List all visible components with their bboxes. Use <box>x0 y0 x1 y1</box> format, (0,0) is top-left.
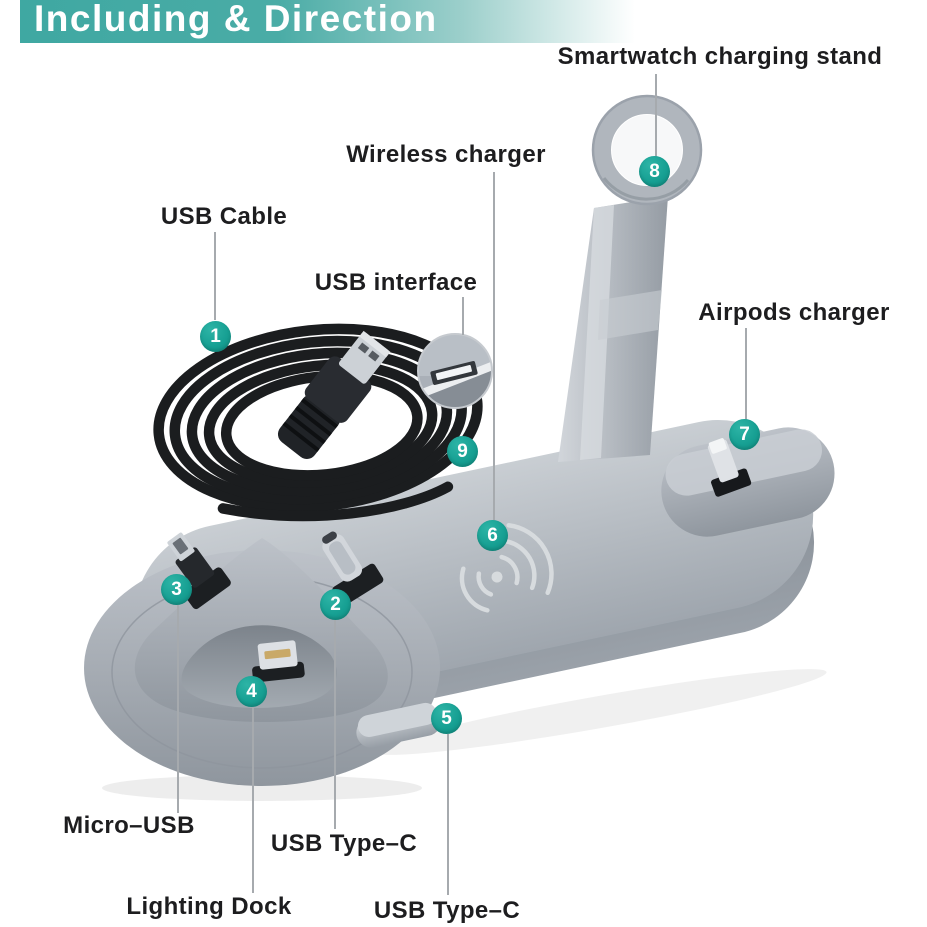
callout-badge-3: 3 <box>161 574 192 605</box>
callout-badge-9: 9 <box>447 436 478 467</box>
label-usb-interface: USB interface <box>314 269 478 296</box>
leader-line-smartwatch <box>655 74 657 158</box>
banner: Including & Direction <box>20 0 635 43</box>
base-shadow <box>373 669 827 755</box>
label-usb-type-c-front: USB Type–C <box>270 830 418 857</box>
label-lighting-dock: Lighting Dock <box>126 893 292 920</box>
platform-shadow <box>102 775 422 801</box>
watch-charging-ring <box>591 94 703 206</box>
callout-badge-2: 2 <box>320 589 351 620</box>
watch-stand <box>558 196 668 462</box>
label-smartwatch-charging-stand: Smartwatch charging stand <box>557 43 883 70</box>
callout-badge-1: 1 <box>200 321 231 352</box>
airpods-lightning-connector <box>707 438 752 497</box>
leader-line-usb-type-c-front <box>334 620 336 829</box>
callout-badge-5: 5 <box>431 703 462 734</box>
leader-line-wireless-charger <box>493 172 495 521</box>
leader-line-usb-cable <box>214 232 216 320</box>
callout-badge-8: 8 <box>639 156 670 187</box>
wireless-charging-symbol <box>459 522 554 613</box>
leader-line-usb-type-c-base <box>447 734 449 895</box>
callout-badge-7: 7 <box>729 419 760 450</box>
callout-badge-6: 6 <box>477 520 508 551</box>
lightning-connector <box>252 640 305 683</box>
usb-interface-magnifier <box>417 333 493 409</box>
label-usb-type-c-base: USB Type–C <box>373 897 521 924</box>
leader-line-micro-usb <box>177 605 179 813</box>
usb-cable-coil <box>153 323 483 522</box>
callout-badge-4: 4 <box>236 676 267 707</box>
leader-line-usb-interface <box>462 297 464 335</box>
leader-line-lighting-dock <box>252 707 254 893</box>
label-micro-usb: Micro–USB <box>63 812 195 839</box>
label-airpods-charger: Airpods charger <box>698 299 890 326</box>
label-usb-cable: USB Cable <box>160 203 288 230</box>
banner-title: Including & Direction <box>34 0 438 39</box>
usb-c-port-button <box>356 702 442 748</box>
leader-line-airpods-charger <box>745 328 747 420</box>
label-wireless-charger: Wireless charger <box>346 141 546 168</box>
airpods-dock <box>661 427 835 537</box>
usb-a-plug <box>277 330 391 459</box>
micro-usb-connector <box>167 532 231 610</box>
